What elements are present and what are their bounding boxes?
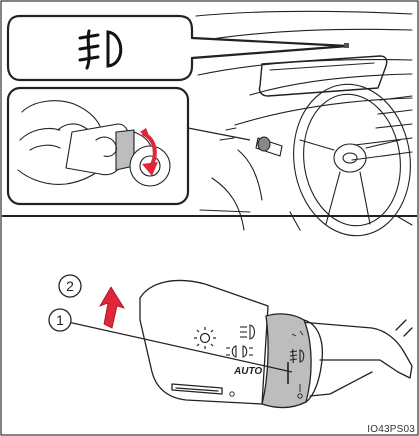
figure-code: IO43PS03 [367,424,415,435]
fog-indicator-callout [8,16,349,80]
hand-operation-inset [8,88,250,204]
lever-detail [140,280,412,407]
callout-2: 2 [59,275,81,297]
auto-label: AUTO [233,366,262,377]
push-up-arrow [100,287,124,328]
callout-2-number: 2 [66,278,74,294]
callout-1: 1 [49,309,71,331]
callout-1-number: 1 [56,312,64,328]
